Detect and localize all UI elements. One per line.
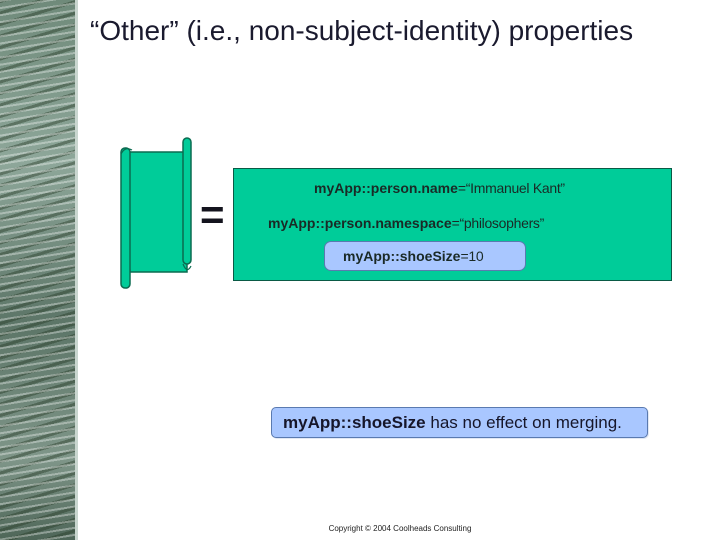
- water-texture-sidebar: [0, 0, 78, 540]
- shoe-size-highlight: myApp::shoeSize=10: [324, 241, 526, 271]
- property-shoe-size: myApp::shoeSize=10: [343, 248, 484, 264]
- properties-box: myApp::person.name=“Immanuel Kant” myApp…: [233, 168, 672, 281]
- equals-sign: =: [200, 191, 225, 238]
- merging-note: myApp::shoeSize has no effect on merging…: [271, 407, 648, 438]
- copyright-footer: Copyright © 2004 Coolheads Consulting: [328, 524, 472, 533]
- property-value: =“philosophers”: [451, 215, 545, 231]
- property-person-namespace: myApp::person.namespace=“philosophers”: [268, 215, 544, 231]
- property-person-name: myApp::person.name=“Immanuel Kant”: [314, 180, 565, 196]
- note-text: has no effect on merging.: [425, 413, 622, 432]
- property-key: myApp::person.namespace: [268, 215, 452, 231]
- property-key: myApp::shoeSize: [343, 248, 461, 264]
- slide-title: “Other” (i.e., non-subject-identity) pro…: [90, 15, 634, 46]
- note-key: myApp::shoeSize: [283, 413, 426, 432]
- scroll-icon: [120, 137, 192, 289]
- property-value: =“Immanuel Kant”: [457, 180, 565, 196]
- property-value: =10: [460, 248, 484, 264]
- property-key: myApp::person.name: [314, 180, 458, 196]
